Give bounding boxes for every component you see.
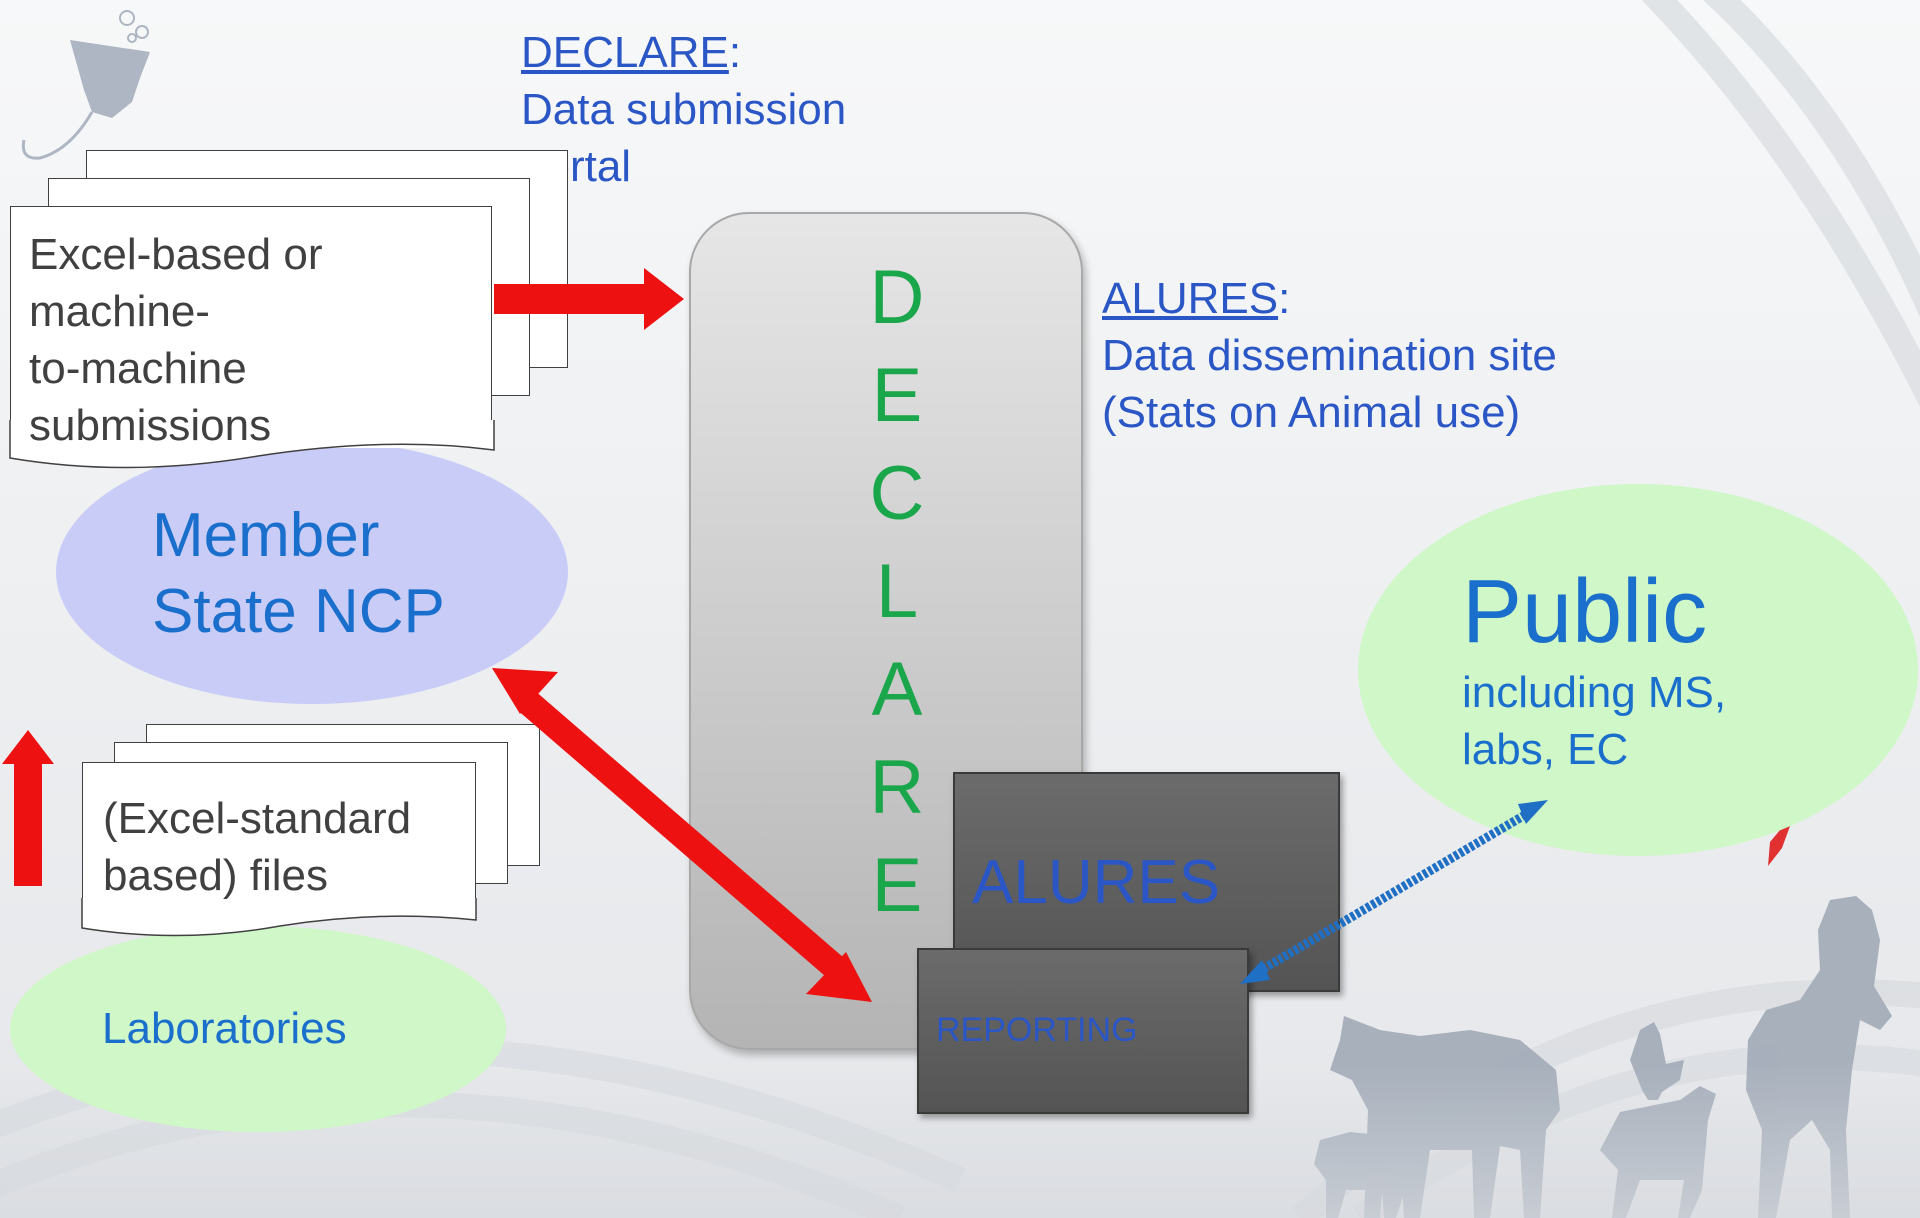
public-line2: labs, EC <box>1462 725 1629 774</box>
reporting-box[interactable] <box>917 948 1249 1114</box>
public-title: Public <box>1462 562 1708 662</box>
member-state-line1: Member <box>152 501 380 570</box>
public-ellipse <box>1358 484 1918 856</box>
declare-letter-l: L <box>875 549 919 634</box>
reporting-box-label: REPORTING <box>936 1011 1138 1049</box>
alures-title[interactable]: ALURES <box>1102 274 1279 323</box>
declare-title[interactable]: DECLARE <box>521 28 729 77</box>
submissions-line1: Excel-based or <box>29 230 323 279</box>
submissions-text: Excel-based or machine- to-machine submi… <box>29 226 322 454</box>
public-line1: including MS, <box>1462 668 1727 717</box>
declare-letter-d: D <box>869 255 925 340</box>
alures-header: ALURES: Data dissemination site (Stats o… <box>1102 270 1557 441</box>
declare-colon: : <box>728 28 742 77</box>
lab-files-page-wave <box>81 898 477 937</box>
declare-letter-e2: E <box>871 843 923 928</box>
alures-subtitle-line1: Data dissemination site <box>1102 331 1557 380</box>
exchange-arrow-diagonal <box>492 668 872 1002</box>
declare-letter-r: R <box>869 745 925 830</box>
submit-arrow-right <box>494 268 684 330</box>
alures-colon: : <box>1278 274 1291 323</box>
up-arrow-left <box>2 730 54 886</box>
lab-files-text: (Excel-standard based) files <box>103 790 411 904</box>
declare-letter-c: C <box>869 451 925 536</box>
submissions-page <box>10 206 492 448</box>
alures-box-label: ALURES <box>972 848 1221 917</box>
laboratories-label[interactable]: Laboratories <box>102 1004 347 1053</box>
laboratories-ellipse <box>10 926 506 1132</box>
public-access-arrow <box>1240 800 1548 984</box>
submissions-page-wave <box>9 420 495 469</box>
lab-files-page <box>82 762 476 914</box>
submissions-line3: to-machine <box>29 344 247 393</box>
declare-letter-a: A <box>871 647 923 732</box>
public-label[interactable]: Public including MS, labs, EC <box>1462 560 1726 778</box>
member-state-label[interactable]: Member State NCP <box>152 498 445 650</box>
lab-files-line2: based) files <box>103 851 329 900</box>
submissions-line4: submissions <box>29 401 272 450</box>
member-state-ellipse <box>56 440 568 704</box>
lab-files-line1: (Excel-standard <box>103 794 412 843</box>
submissions-line2: machine- <box>29 287 210 336</box>
member-state-line2: State NCP <box>152 577 445 646</box>
manta-ray-icon <box>21 10 150 160</box>
alures-subtitle-line2: (Stats on Animal use) <box>1102 388 1521 437</box>
declare-subtitle-line1: Data submission <box>521 85 847 134</box>
declare-letter-e: E <box>871 353 923 438</box>
